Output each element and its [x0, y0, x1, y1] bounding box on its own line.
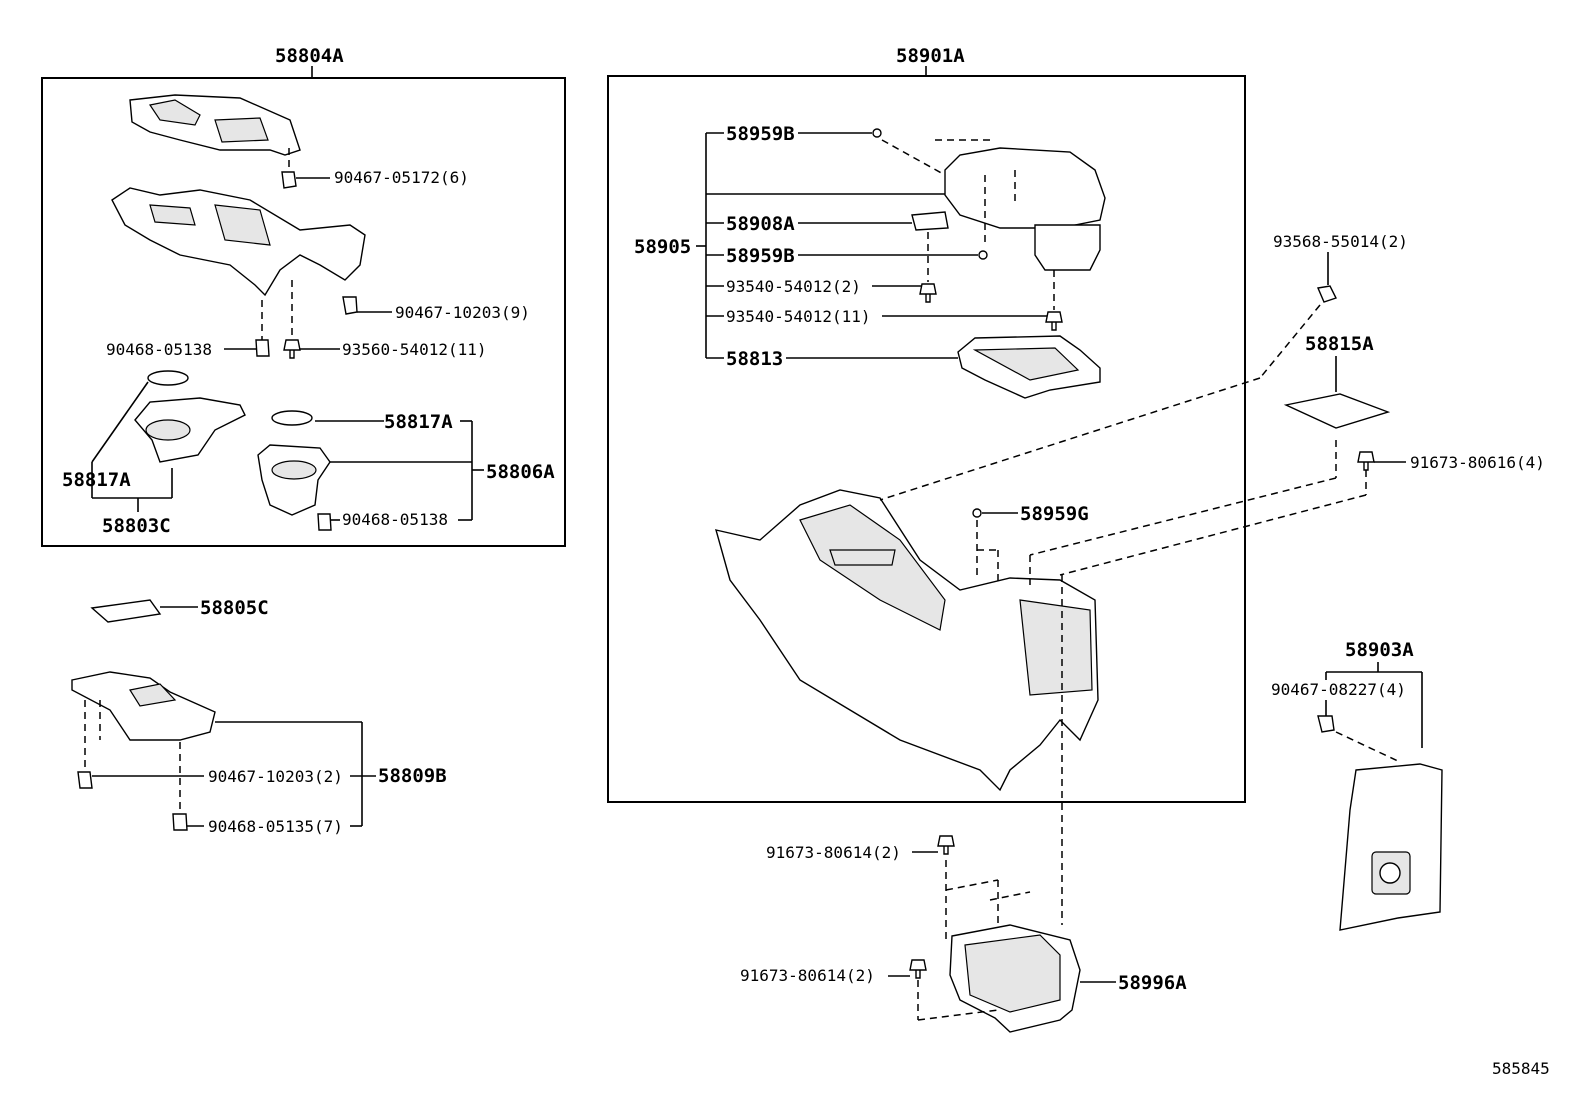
screw-93568-55014[interactable] — [1317, 285, 1337, 303]
label-58817A-right[interactable]: 58817A — [384, 411, 453, 433]
label-58959B-b[interactable]: 58959B — [726, 245, 795, 267]
label-58908A[interactable]: 58908A — [726, 213, 795, 235]
label-58804A[interactable]: 58804A — [275, 45, 344, 67]
label-90467-10203-2[interactable]: 90467-10203(2) — [208, 767, 343, 786]
group-box-58804A — [41, 77, 566, 547]
label-93560-54012[interactable]: 93560-54012(11) — [342, 340, 487, 359]
screw-93540-54012-2[interactable] — [919, 283, 937, 303]
label-58959B-a[interactable]: 58959B — [726, 123, 795, 145]
screw-91673-80614-b[interactable] — [909, 959, 927, 979]
screw-93560-54012[interactable] — [283, 339, 301, 359]
label-58809B[interactable]: 58809B — [378, 765, 447, 787]
label-90467-08227[interactable]: 90467-08227(4) — [1271, 680, 1406, 699]
latch-58908A[interactable] — [911, 211, 949, 231]
clip-90467-10203[interactable] — [342, 296, 358, 315]
armrest-lid[interactable] — [944, 147, 1106, 229]
label-93540-54012-2[interactable]: 93540-54012(2) — [726, 277, 861, 296]
label-91673-80616[interactable]: 91673-80616(4) — [1410, 453, 1545, 472]
cap-58959B-a[interactable] — [872, 128, 882, 138]
label-58805C[interactable]: 58805C — [200, 597, 269, 619]
label-91673-80614-b[interactable]: 91673-80614(2) — [740, 966, 875, 985]
mat-58815A[interactable] — [1283, 393, 1391, 429]
clip-90468-05135[interactable] — [172, 813, 188, 831]
diagram-code: 585845 — [1492, 1059, 1550, 1078]
armrest-hinge[interactable] — [1034, 224, 1101, 271]
label-58817A-left[interactable]: 58817A — [62, 469, 131, 491]
screw-91673-80616[interactable] — [1357, 451, 1375, 471]
clip-90467-08227[interactable] — [1317, 715, 1335, 733]
group-box-58901A — [607, 75, 1246, 803]
label-58803C[interactable]: 58803C — [102, 515, 171, 537]
label-58813[interactable]: 58813 — [726, 348, 783, 370]
console-body[interactable] — [715, 489, 1099, 792]
label-58905[interactable]: 58905 — [634, 236, 691, 258]
ring-58817A-right[interactable] — [271, 410, 313, 426]
screw-91673-80614-a[interactable] — [937, 835, 955, 855]
cap-58959B-b[interactable] — [978, 250, 988, 260]
label-91673-80614-a[interactable]: 91673-80614(2) — [766, 843, 901, 862]
label-90467-10203-9[interactable]: 90467-10203(9) — [395, 303, 530, 322]
ring-58817A-left[interactable] — [147, 370, 189, 386]
clip-90467-10203-2[interactable] — [77, 771, 93, 789]
cup-holder-58806A[interactable] — [257, 444, 331, 516]
label-90468-05135[interactable]: 90468-05135(7) — [208, 817, 343, 836]
label-58901A[interactable]: 58901A — [896, 45, 965, 67]
label-58996A[interactable]: 58996A — [1118, 972, 1187, 994]
label-58903A[interactable]: 58903A — [1345, 639, 1414, 661]
rear-panel-58903A[interactable] — [1339, 763, 1443, 931]
label-93540-54012-11[interactable]: 93540-54012(11) — [726, 307, 871, 326]
label-58806A[interactable]: 58806A — [486, 461, 555, 483]
screw-93540-54012-11[interactable] — [1045, 311, 1063, 331]
clip-90468-05138-a[interactable] — [255, 339, 270, 357]
clip-90468-05138-b[interactable] — [317, 513, 332, 531]
cap-58959G[interactable] — [972, 508, 982, 518]
label-90467-05172[interactable]: 90467-05172(6) — [334, 168, 469, 187]
label-90468-05138-a[interactable]: 90468-05138 — [106, 340, 212, 359]
label-93568-55014[interactable]: 93568-55014(2) — [1273, 232, 1408, 251]
label-58815A[interactable]: 58815A — [1305, 333, 1374, 355]
clip-90467-05172[interactable] — [281, 171, 297, 189]
cover-58805C[interactable] — [90, 599, 162, 623]
label-58959G[interactable]: 58959G — [1020, 503, 1089, 525]
label-90468-05138-b[interactable]: 90468-05138 — [342, 510, 448, 529]
